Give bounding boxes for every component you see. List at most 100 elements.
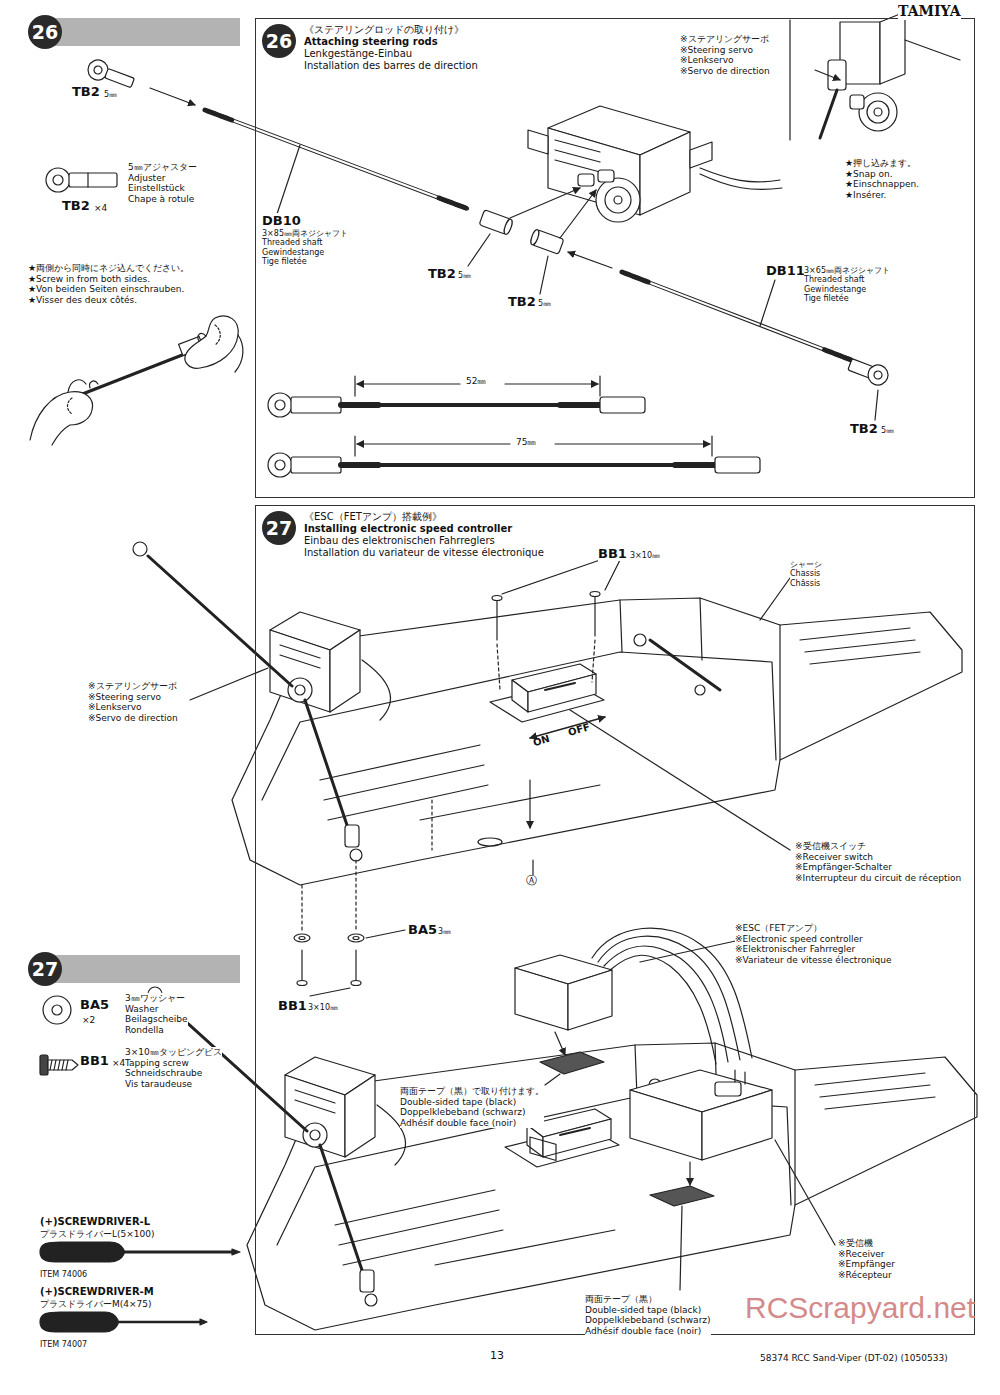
callout-label: BB1 (278, 998, 307, 1013)
label-line: 5㎜ (538, 299, 551, 308)
callout-label: プラスドライバーM(4×75) (40, 1299, 152, 1310)
label-line: ※受信機スイッチ (795, 841, 961, 852)
label-line: (+)SCREWDRIVER-M (40, 1286, 154, 1298)
callout-label: Ⓐ (526, 875, 537, 888)
chassis (133, 542, 962, 885)
callout-label: ※ESC（FETアンプ）※Electronic speed controller… (735, 923, 892, 965)
label-line: RCScrapyard.net (745, 1290, 975, 1325)
label-line: ※ステアリングサーボ (680, 34, 770, 45)
label-line: シャーシ (790, 560, 822, 569)
label-line: BB1 (278, 998, 307, 1013)
callout-label: TB2 (72, 84, 100, 99)
callout-label: 3×85㎜両ネジシャフトThreaded shaftGewindestangeT… (262, 229, 348, 267)
label-line: BB1 (80, 1053, 109, 1068)
label-line: ×4 (94, 203, 107, 214)
title-line: Installation des barres de direction (304, 60, 478, 72)
step-number: 27 (28, 952, 62, 986)
callout-label: 3㎜ワッシャーWasherBeilagscheibeRondella (125, 993, 188, 1035)
label-line: ※Variateur de vitesse électronique (735, 955, 892, 966)
label-line: Chape à rotule (128, 194, 197, 205)
callout-label: 5㎜ (881, 426, 894, 435)
hands-illustration (30, 316, 243, 445)
label-line: ★Insérer. (845, 190, 919, 201)
label-line: Doppelklebeband (schwarz) (400, 1107, 544, 1118)
callout-label: 5㎜ (458, 271, 471, 280)
label-line: TAMIYA (898, 3, 961, 20)
step-number: 27 (262, 511, 296, 545)
callout-label: ※ステアリングサーボ※Steering servo※Lenkservo※Serv… (680, 34, 770, 76)
callout-label: シャーシChassisChâssis (790, 560, 822, 588)
callout-label: TAMIYA (898, 3, 961, 20)
label-line: 5㎜ (458, 271, 471, 280)
callout-label: TB2 (62, 198, 90, 213)
callout-label: ※受信機※Receiver※Empfänger※Récepteur (838, 1238, 895, 1280)
label-line: プラスドライバーL(5×100) (40, 1229, 154, 1240)
label-line: TB2 (62, 198, 90, 213)
label-line: Tapping screw (125, 1058, 222, 1069)
callout-label: ×4 (112, 1058, 125, 1069)
label-line: 5㎜ (104, 90, 117, 99)
label-line: ※Empfänger-Schalter (795, 862, 961, 873)
label-line: ※Electronic speed controller (735, 934, 892, 945)
rod-52mm (268, 376, 645, 417)
step-number: 26 (28, 15, 62, 49)
label-line: Beilagscheibe (125, 1014, 188, 1025)
label-line: ★Von beiden Seiten einschrauben. (28, 284, 189, 295)
callout-label: ★両側から同時にネジ込んでください。★Screw in from both si… (28, 263, 189, 305)
label-line: (+)SCREWDRIVER-L (40, 1216, 150, 1228)
label-line: ※Elektronischer Fahrregler (735, 944, 892, 955)
label-line: Tige filetée (804, 294, 890, 303)
label-line: Vis taraudeuse (125, 1079, 222, 1090)
steering-servo (528, 106, 782, 222)
step-number: 26 (262, 24, 296, 58)
step-header-bar: 26 (28, 18, 240, 46)
label-line: ※Steering servo (680, 45, 770, 56)
label-line: 3㎜ (438, 927, 451, 936)
step-panel: 27《ESC（FETアンプ）搭載例》Installing electronic … (255, 505, 975, 1335)
callout-label: BA5 (80, 997, 109, 1012)
threaded-shaft (205, 110, 467, 209)
label-line: ITEM 74007 (40, 1340, 87, 1349)
title-line: 《ステアリングロッドの取り付け》 (304, 24, 478, 36)
screws (190, 560, 790, 996)
callout-label: DB11 (766, 263, 805, 278)
label-line: Einstellstück (128, 183, 197, 194)
label-line: 75㎜ (516, 437, 536, 448)
label-line: Rondella (125, 1025, 188, 1036)
watermark: RCScrapyard.net (745, 1290, 975, 1325)
callout-label: ※受信機スイッチ※Receiver switch※Empfänger-Schal… (795, 841, 961, 883)
label-line: 5㎜ (881, 426, 894, 435)
label-line: ※ESC（FETアンプ） (735, 923, 892, 934)
label-line: ×4 (112, 1058, 125, 1069)
label-line: TB2 (850, 421, 878, 436)
callout-label: 75㎜ (516, 437, 536, 448)
label-line: 52㎜ (466, 376, 486, 387)
label-line: 3×85㎜両ネジシャフト (262, 229, 348, 238)
label-line: Adjuster (128, 173, 197, 184)
callout-label: 52㎜ (466, 376, 486, 387)
label-line: Ⓐ (526, 875, 537, 888)
label-line: Adhésif double face (noir) (585, 1326, 711, 1337)
label-line: ★両側から同時にネジ込んでください。 (28, 263, 189, 274)
label-line: ※受信機 (838, 1238, 895, 1249)
callout-label: 5㎜ (538, 299, 551, 308)
title-line: Lenkgestänge-Einbau (304, 48, 478, 60)
label-line: 両面テープ（黒）で取り付けます。 (400, 1086, 544, 1097)
title-line: Attaching steering rods (304, 36, 478, 48)
label-line: 13 (490, 1350, 504, 1363)
title-line: Installation du variateur de vitesse éle… (304, 547, 544, 559)
label-line: ITEM 74006 (40, 1270, 87, 1279)
label-line: Washer (125, 1004, 188, 1015)
title-line: Einbau des elektronischen Fahrreglers (304, 535, 544, 547)
label-line: ※ステアリングサーボ (88, 681, 178, 692)
callout-label: 58374 RCC Sand-Viper (DT-02) (1050533) (760, 1353, 948, 1364)
title-line: 《ESC（FETアンプ）搭載例》 (304, 511, 544, 523)
label-line: ★Visser des deux côtés. (28, 295, 189, 306)
callout-label: ※ステアリングサーボ※Steering servo※Lenkservo※Serv… (88, 681, 178, 723)
callout-label: 5㎜ (104, 90, 117, 99)
callout-label: 両面テープ（黒）Double-sided tape (black)Doppelk… (585, 1294, 711, 1336)
label-line: 3×10㎜ (308, 1003, 338, 1012)
label-line: BA5 (408, 922, 437, 937)
part-icons (40, 996, 78, 1075)
label-line: 3×65㎜両ネジシャフト (804, 266, 890, 275)
